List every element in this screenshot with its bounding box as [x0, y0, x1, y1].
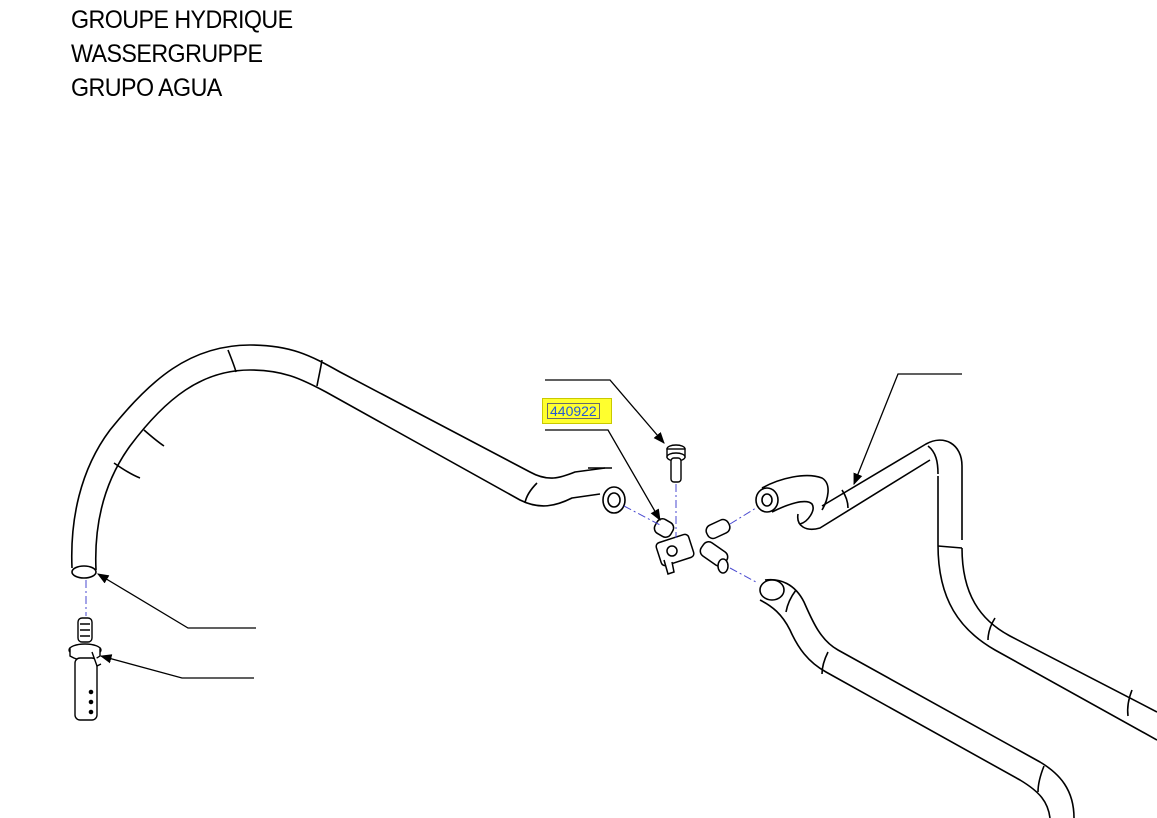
leader-lines [96, 373, 962, 679]
leader-cross-fitting [545, 429, 661, 522]
title-german: WASSERGRUPPE [71, 40, 263, 68]
part-reference-number[interactable]: 440922 [547, 403, 600, 419]
part-reference-callout[interactable]: 440922 [542, 398, 612, 424]
title-french: GROUPE HYDRIQUE [71, 6, 293, 34]
title-block: GROUPE HYDRIQUE WASSERGRUPPE GRUPO AGUA [71, 3, 309, 105]
leader-right-hose [853, 373, 962, 486]
assembly-axes [85, 484, 757, 616]
left-hose[interactable] [70, 344, 626, 579]
screw[interactable] [666, 444, 686, 483]
right-upper-hose[interactable] [755, 439, 1157, 741]
right-lower-hose[interactable] [759, 578, 1075, 818]
connector-probe[interactable] [68, 617, 102, 721]
cross-fitting[interactable] [652, 517, 732, 575]
leader-connector [99, 654, 254, 679]
leader-screw [545, 379, 665, 444]
title-spanish: GRUPO AGUA [71, 74, 222, 102]
leader-left-hose [96, 573, 256, 629]
